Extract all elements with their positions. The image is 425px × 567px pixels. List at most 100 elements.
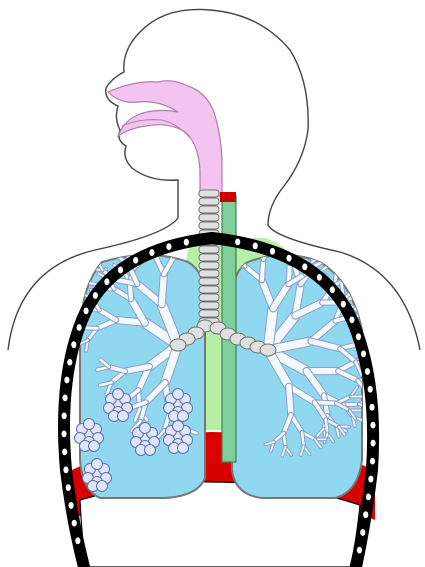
trachea xyxy=(199,190,219,325)
trachea-ring xyxy=(199,206,219,213)
rib-dot xyxy=(75,537,80,544)
rib-dot xyxy=(356,333,361,340)
alveolus xyxy=(89,441,100,452)
bronchiole-edge xyxy=(333,259,337,269)
bronchiole xyxy=(367,335,368,347)
rib-dot xyxy=(63,466,68,473)
alveolus xyxy=(97,481,108,492)
trachea-ring xyxy=(199,246,219,253)
rib-dot xyxy=(235,238,240,245)
rib-dot xyxy=(341,301,346,308)
rib-dot xyxy=(104,278,109,285)
rib-dot xyxy=(72,520,77,527)
rib-dot xyxy=(62,448,67,455)
trachea-ring xyxy=(199,294,219,301)
rib-dot xyxy=(368,386,373,393)
alveolus xyxy=(118,411,129,422)
trachea-ring xyxy=(199,262,219,269)
rib-dot xyxy=(365,368,370,375)
trachea-ring xyxy=(199,286,219,293)
rib-dot xyxy=(61,430,66,437)
rib-dot xyxy=(166,243,171,250)
bronchiole-edge xyxy=(326,251,332,260)
rib-dot xyxy=(370,458,375,465)
bronchiole-edge xyxy=(367,341,377,347)
bronchiole xyxy=(131,244,142,246)
bronchiole xyxy=(355,287,361,296)
rib-dot xyxy=(330,286,335,293)
rib-dot xyxy=(302,263,307,270)
rib-dot xyxy=(317,274,322,281)
bronchus-ring xyxy=(260,344,276,356)
rib-dot xyxy=(77,324,82,331)
rib-dot xyxy=(349,316,354,323)
bronchiole xyxy=(337,261,343,270)
bronchiole xyxy=(295,238,301,247)
rib-dot xyxy=(184,239,189,246)
bronchiole xyxy=(367,341,377,347)
alveolus xyxy=(178,411,189,422)
bronchiole-edge xyxy=(374,359,384,363)
rib-dot xyxy=(370,440,375,447)
trachea-ring xyxy=(199,254,219,261)
rib-dot xyxy=(64,377,69,384)
rib-dot xyxy=(370,422,375,429)
rib-dot xyxy=(253,243,258,250)
alveolus xyxy=(145,445,156,456)
bronchus-ring xyxy=(170,339,186,351)
rib-dot xyxy=(368,476,373,483)
bronchiole xyxy=(302,432,304,446)
bronchiole xyxy=(150,231,155,240)
bronchiole xyxy=(374,354,384,360)
rib-dot xyxy=(133,257,138,264)
trachea-ring xyxy=(199,278,219,285)
epiglottis xyxy=(220,192,236,202)
rib-dot xyxy=(363,511,368,518)
rib-dot xyxy=(93,292,98,299)
bronchiole xyxy=(262,260,263,281)
bronchiole xyxy=(326,420,328,434)
rib-dot xyxy=(118,267,123,274)
rib-dot xyxy=(83,307,88,314)
bronchiole-edge xyxy=(295,238,301,247)
rib-dot xyxy=(286,255,291,262)
bronchiole xyxy=(289,386,291,414)
bronchiole-edge xyxy=(105,253,116,255)
bronchiole-edge xyxy=(337,261,343,270)
bronchiole-edge xyxy=(374,354,384,360)
bronchiole-edge xyxy=(367,335,368,347)
rib-dot xyxy=(62,394,67,401)
alveolus xyxy=(178,443,189,454)
nasal-cavity xyxy=(108,81,222,196)
rib-dot xyxy=(357,547,362,554)
rib-dot xyxy=(71,341,76,348)
trachea-ring xyxy=(199,270,219,277)
alveolus xyxy=(173,421,184,432)
bronchiole-edge xyxy=(355,287,361,296)
bronchiole xyxy=(326,251,332,260)
rib-dot xyxy=(361,351,366,358)
bronchiole xyxy=(162,274,164,304)
trachea-ring xyxy=(199,310,219,317)
rib-dot xyxy=(62,412,67,419)
bronchiole-edge xyxy=(131,244,142,246)
rib-dot xyxy=(68,502,73,509)
rib-dot xyxy=(366,493,371,500)
trachea-ring xyxy=(199,198,219,205)
rib-dot xyxy=(270,248,275,255)
bronchiole-edge xyxy=(111,246,116,255)
rib-dot xyxy=(149,249,154,256)
bronchiole xyxy=(333,259,337,269)
alveolus xyxy=(113,389,124,400)
alveolus xyxy=(92,459,103,470)
rib-dot xyxy=(369,404,374,411)
bronchiole xyxy=(111,246,116,255)
rib-dot xyxy=(67,359,72,366)
alveolus xyxy=(84,419,95,430)
trachea-ring xyxy=(199,222,219,229)
alveolus xyxy=(173,389,184,400)
bronchiole xyxy=(374,359,384,363)
trachea-ring xyxy=(199,190,219,197)
bronchiole xyxy=(348,269,354,278)
